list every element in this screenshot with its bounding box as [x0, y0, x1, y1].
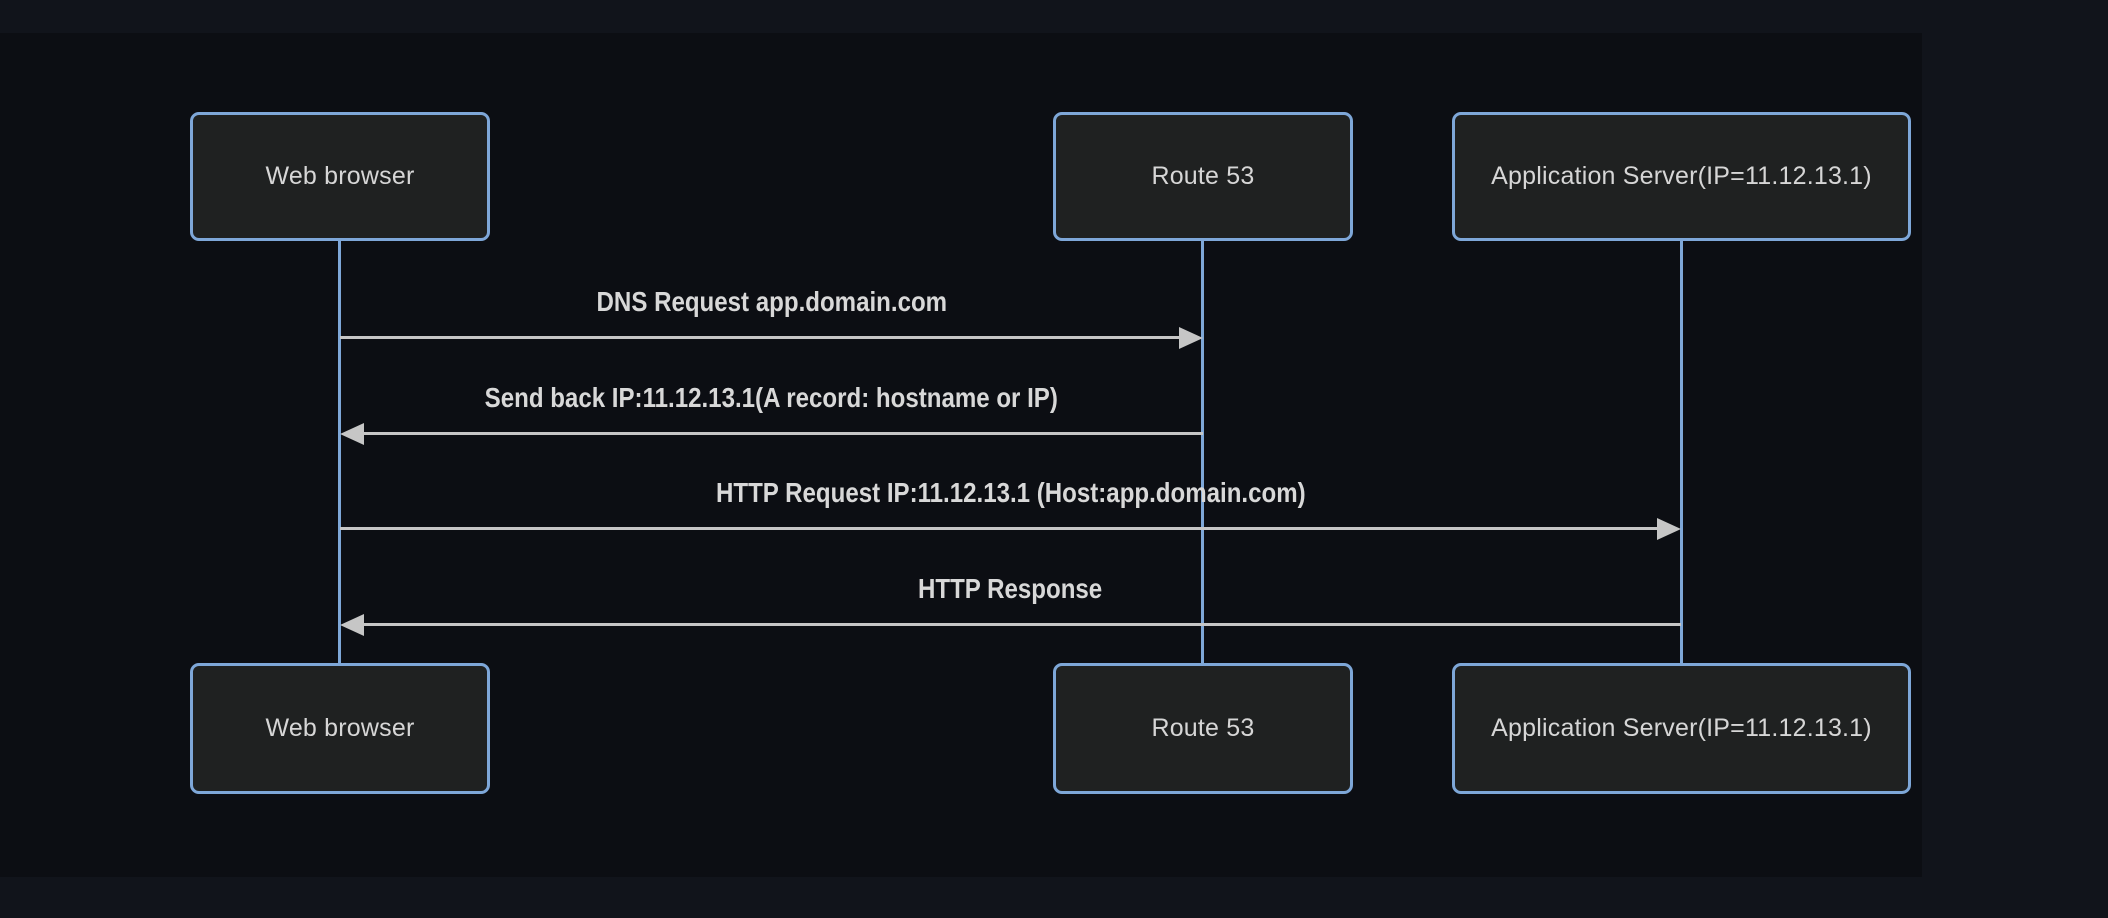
arrowhead-left-icon	[340, 613, 364, 636]
lifeline-route-53	[1201, 241, 1204, 663]
message-label-http-request-text: HTTP Request IP:11.12.13.1 (Host:app.dom…	[715, 477, 1306, 508]
actor-application-server-top: Application Server(IP=11.12.13.1)	[1452, 112, 1911, 241]
actor-route-53-label: Route 53	[1151, 714, 1255, 742]
actor-web-browser-bottom: Web browser	[190, 663, 490, 794]
actor-application-server-label: Application Server(IP=11.12.13.1)	[1491, 714, 1872, 742]
message-line-dns-request	[340, 336, 1183, 339]
arrowhead-right-icon	[1657, 517, 1681, 540]
message-label-http-response-text: HTTP Response	[918, 573, 1103, 604]
actor-route-53-bottom: Route 53	[1053, 663, 1353, 794]
actor-web-browser-label: Web browser	[265, 162, 415, 190]
actor-application-server-label: Application Server(IP=11.12.13.1)	[1491, 162, 1872, 190]
message-label-dns-request: DNS Request app.domain.com	[340, 284, 1203, 320]
message-line-http-request	[340, 527, 1661, 530]
message-label-http-response: HTTP Response	[340, 571, 1681, 607]
message-label-http-request: HTTP Request IP:11.12.13.1 (Host:app.dom…	[340, 475, 1681, 511]
arrowhead-right-icon	[1179, 326, 1203, 349]
message-line-send-back-ip	[363, 432, 1203, 435]
actor-application-server-bottom: Application Server(IP=11.12.13.1)	[1452, 663, 1911, 794]
lifeline-application-server	[1680, 241, 1683, 663]
actor-web-browser-top: Web browser	[190, 112, 490, 241]
actor-route-53-top: Route 53	[1053, 112, 1353, 241]
actor-web-browser-label: Web browser	[265, 714, 415, 742]
message-label-dns-request-text: DNS Request app.domain.com	[596, 286, 947, 317]
message-line-http-response	[363, 623, 1681, 626]
message-label-send-back-ip-text: Send back IP:11.12.13.1(A record: hostna…	[484, 382, 1059, 413]
arrowhead-left-icon	[340, 422, 364, 445]
message-label-send-back-ip: Send back IP:11.12.13.1(A record: hostna…	[340, 380, 1203, 416]
lifeline-web-browser	[338, 241, 341, 663]
actor-route-53-label: Route 53	[1151, 162, 1255, 190]
